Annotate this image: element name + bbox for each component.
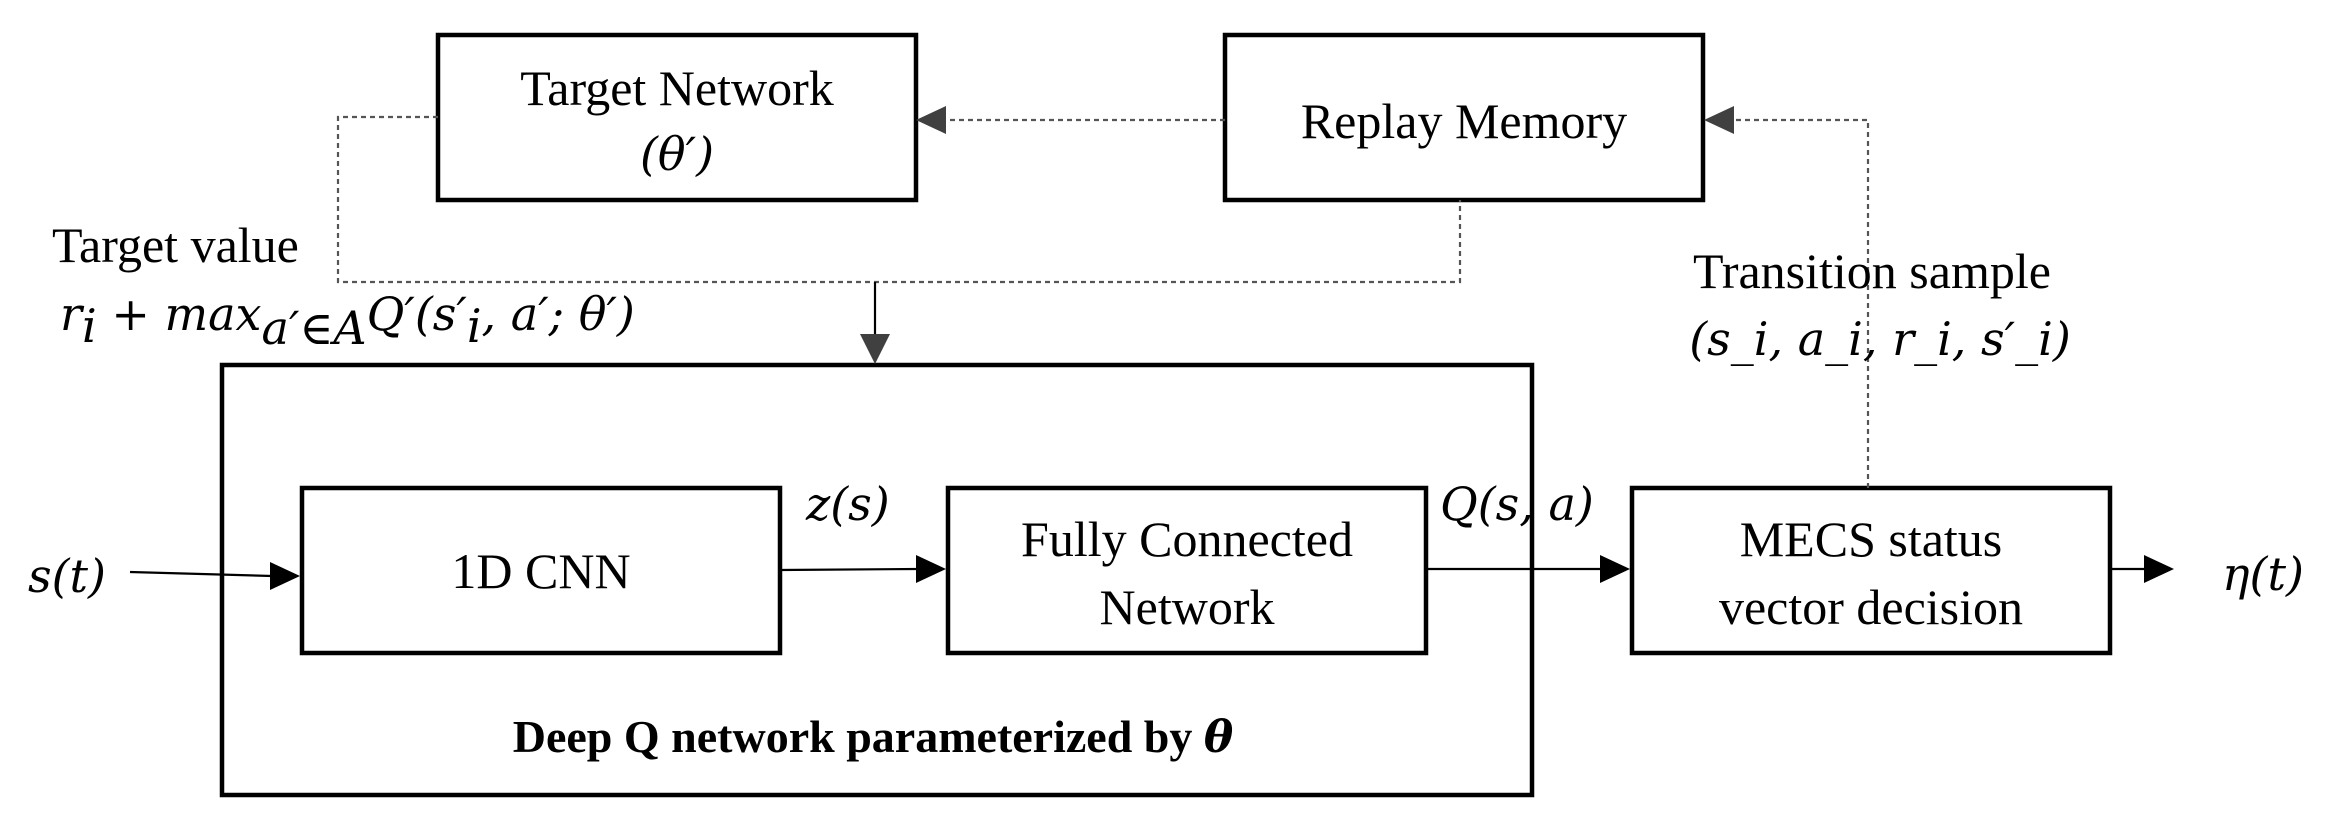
cnn-label: 1D CNN xyxy=(451,543,630,599)
input-arrowhead xyxy=(270,562,300,590)
target-network-title: Target Network xyxy=(520,60,834,116)
cnn-to-fcn-arrowhead xyxy=(916,555,946,583)
output-label: η(t) xyxy=(2222,547,2304,601)
z-label: z(s) xyxy=(805,477,890,531)
transition-sample-label: Transition sample xyxy=(1693,243,2051,299)
mecs-to-replay-arrowhead xyxy=(1704,106,1734,134)
target-value-label: Target value xyxy=(52,217,299,273)
target-network-theta: (θ′) xyxy=(640,127,714,181)
fcn-label-line1: Fully Connected xyxy=(1021,511,1353,567)
fcn-label-line2: Network xyxy=(1100,579,1275,635)
mecs-label-line1: MECS status xyxy=(1740,511,2003,567)
replay-memory-label: Replay Memory xyxy=(1301,93,1627,149)
replay-to-target-arrowhead xyxy=(916,106,946,134)
input-arrow-line xyxy=(129,570,273,578)
q-label: Q(s, a) xyxy=(1440,477,1594,531)
fcn-box xyxy=(945,485,1429,656)
fcn-to-mecs-arrowhead xyxy=(1600,555,1630,583)
into-dqn-arrowhead xyxy=(860,334,890,364)
output-arrowhead xyxy=(2144,555,2174,583)
mecs-to-replay-dashed xyxy=(1733,118,1870,488)
transition-tuple-label: (s_i, a_i, r_i, s′_i) xyxy=(1689,312,2071,366)
cnn-to-fcn-line xyxy=(779,567,919,572)
cnn-box xyxy=(299,485,783,656)
replay-memory-box xyxy=(1222,32,1706,203)
mecs-box xyxy=(1629,485,2113,656)
mecs-label-line2: vector decision xyxy=(1719,579,2023,635)
target-value-formula: ri + maxa′∈AQ′(s′i, a′; θ′) xyxy=(60,287,635,355)
input-label: s(t) xyxy=(28,549,106,603)
dqn-caption: Deep Q network parameterized by θ xyxy=(513,711,1234,763)
target-left-dashed xyxy=(336,115,1462,284)
target-network-box xyxy=(435,32,919,203)
